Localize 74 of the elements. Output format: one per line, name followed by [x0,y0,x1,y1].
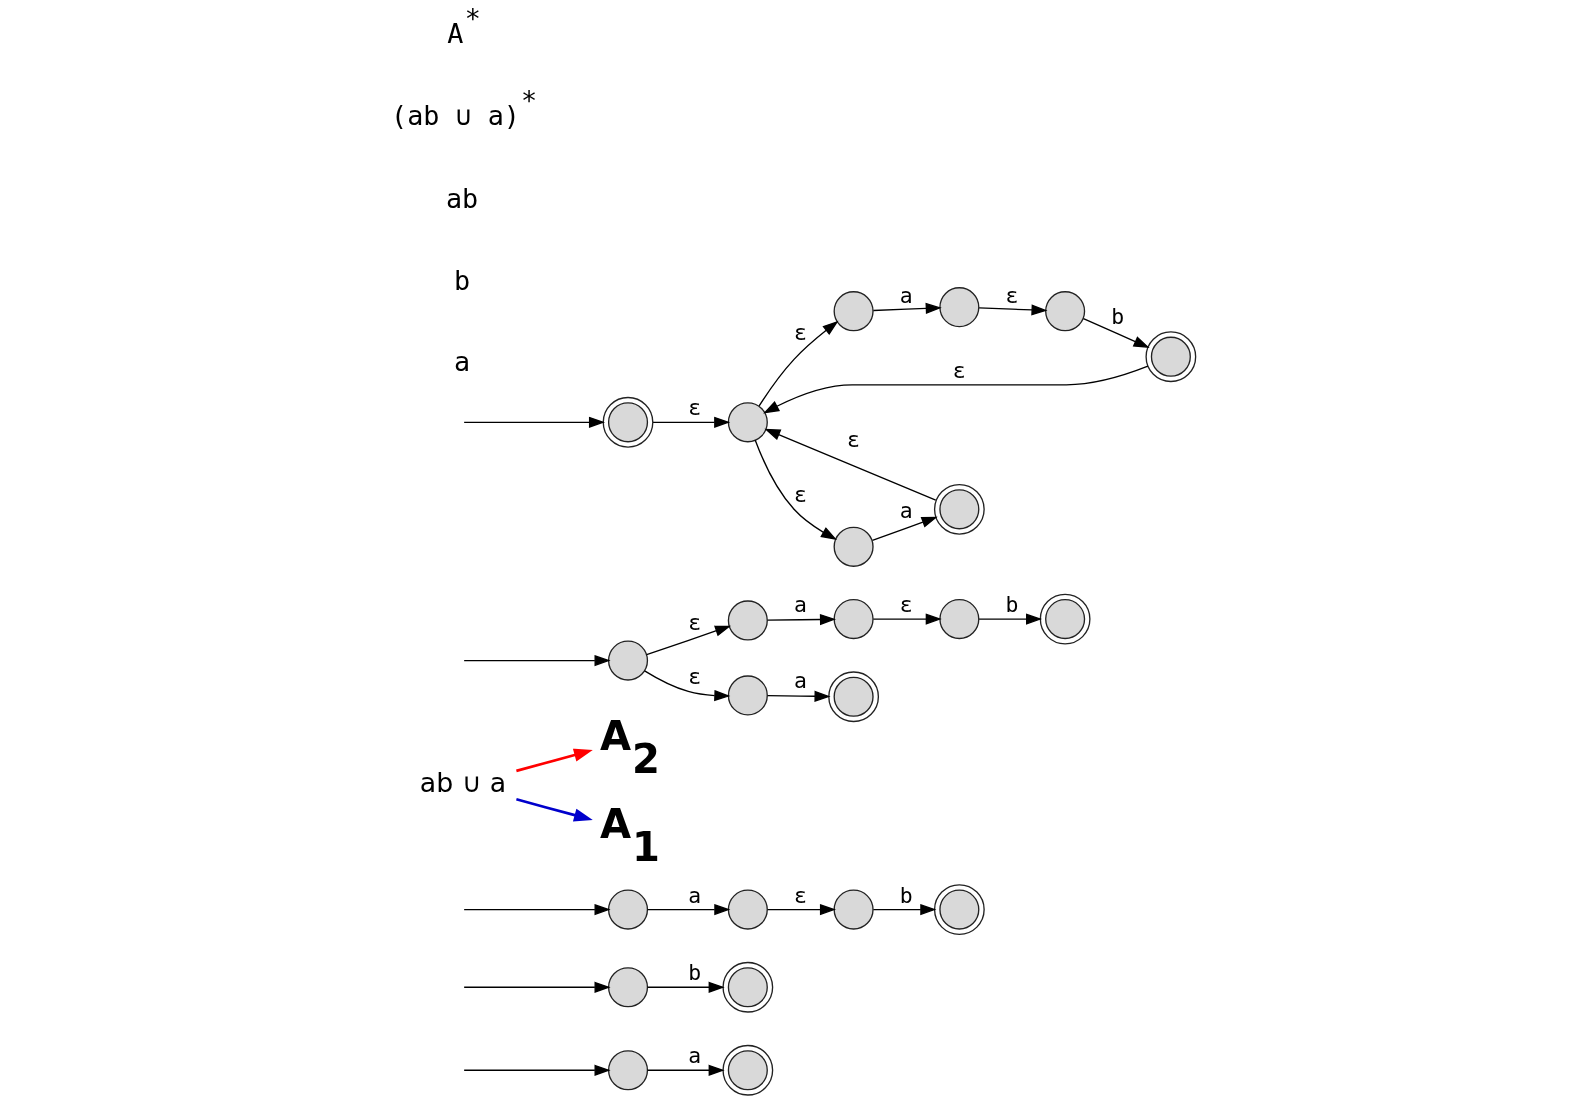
arrow [462,1064,611,1076]
edge-label: a [793,668,807,694]
edge-label: a [793,592,807,618]
arrow [762,365,1149,414]
edge-label: ε [1005,282,1018,308]
arrow [646,981,725,993]
node-doublecircle [602,396,653,448]
arrow [872,903,936,916]
node-circle [833,889,874,930]
arrow [754,439,837,540]
arrow [643,670,730,702]
node-circle [607,889,648,930]
arrow [646,1064,725,1076]
arrow [766,690,831,702]
node-circle [938,599,979,640]
arrow [1082,318,1150,348]
node-circle [607,1050,648,1091]
node-circle [938,287,979,328]
node-doublecircle [933,884,985,936]
arrow [462,654,611,667]
label: ab [445,183,478,215]
arrow [977,613,1042,625]
arrow [462,416,605,428]
node-circle [833,291,874,332]
node-doublecircle [827,671,879,723]
edge-label: a [687,1043,701,1069]
edge-label: ε [687,664,701,690]
arrow [462,981,611,993]
arrow [645,625,731,656]
edge-label: b [1005,592,1018,618]
arrow [872,613,942,625]
node-circle [833,599,874,640]
edge-label: b [1110,304,1124,330]
edge-label: a [899,498,913,524]
arrow [515,748,593,773]
edge-label: ε [952,357,966,383]
label: a [453,346,470,378]
node-doublecircle [1039,593,1091,645]
edge-label: a [687,882,701,908]
edge-label: ε [687,395,701,421]
arrow [766,613,836,626]
edge-label: ε [899,592,913,618]
node-circle [833,526,874,567]
arrow [646,903,730,916]
edge-label: b [687,960,701,986]
edge-label: ε [687,609,701,635]
node-circle [727,675,768,716]
node-circle [607,640,648,681]
node-circle [607,967,648,1008]
arrow [977,304,1048,316]
edge-label: a [899,282,913,308]
node-doublecircle [933,483,985,535]
arrow [871,516,938,542]
node-circle [727,402,768,443]
node-circle [727,600,768,641]
node-text: ab ∪ a [419,766,506,798]
arrow [651,416,730,428]
arrow [515,798,593,822]
arrow [766,903,836,916]
label: b [453,264,470,296]
arrow [462,903,611,916]
arrow [758,320,839,407]
edge-label: ε [793,482,807,508]
edge-label: ε [793,320,807,346]
edge-label: b [899,882,913,908]
node-doublecircle [721,1044,773,1096]
node-circle [1044,291,1085,332]
node-doublecircle [721,961,773,1013]
arrow [872,302,942,315]
edge-label: ε [793,882,807,908]
edge-label: ε [846,427,860,453]
arrow [763,428,936,501]
node-doublecircle [1144,331,1196,383]
node-circle [727,889,768,930]
